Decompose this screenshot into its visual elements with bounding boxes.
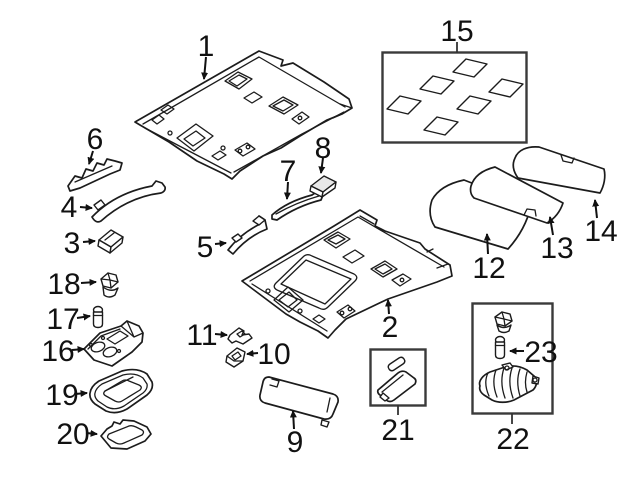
callout-12-arrow [483,233,491,255]
callout-16-arrow [71,346,85,354]
callout-7-label[interactable]: 7 [280,155,297,188]
callout-19-label[interactable]: 19 [45,379,78,412]
kit-box-15 [381,51,528,144]
callout-18-arrow [80,278,97,286]
dome-lamp-icon [478,362,540,404]
part-9-sun-visor-drawing [259,376,339,428]
part-11-clip-drawing [227,327,253,345]
part-10-visor-clip-drawing [225,347,246,368]
callout-5-label[interactable]: 5 [197,231,214,264]
callout-19-arrow [74,390,88,398]
part-13-insulator-drawing [469,166,564,224]
callout-14-label[interactable]: 14 [584,215,617,248]
part-5-rail-drawing [227,215,268,255]
callout-21-label[interactable]: 21 [381,414,414,447]
callout-18-label[interactable]: 18 [47,268,80,301]
callout-6-arrow [87,150,95,165]
callout-17-label[interactable]: 17 [46,303,79,336]
callout-9-label[interactable]: 9 [287,426,304,459]
callout-22-label[interactable]: 22 [496,423,529,456]
insulator-pads-icon [386,58,524,136]
part-6-bracket-drawing [67,158,123,192]
callout-2-label[interactable]: 2 [382,311,399,344]
callout-10-arrow [246,349,259,357]
part-18-nut-drawing [100,272,119,298]
callout-23-label[interactable]: 23 [524,336,557,369]
callout-11-arrow [214,330,228,338]
part-2-headliner-sunroof-drawing [241,209,453,339]
callout-10-label[interactable]: 10 [257,338,290,371]
callout-11-label[interactable]: 11 [186,319,217,352]
callout-3-arrow [82,238,96,246]
callout-4-label[interactable]: 4 [61,191,78,224]
part-14-insulator-drawing [512,146,606,194]
callout-3-label[interactable]: 3 [64,227,81,260]
part-1-headliner-drawing [134,50,353,180]
part-20-trim-bezel-drawing [100,419,152,450]
callout-14-arrow [592,199,600,219]
callout-6-label[interactable]: 6 [87,123,104,156]
part-23-bulb-drawing [494,335,506,360]
part-17-bulb-drawing [92,305,104,329]
callout-5-arrow [214,240,227,248]
part-8-pad-drawing [309,175,337,198]
callout-8-label[interactable]: 8 [315,132,332,165]
callout-20-arrow [85,429,98,437]
lamp-nut-icon [494,311,513,334]
callout-12-label[interactable]: 12 [472,252,505,285]
part-16-overhead-console-drawing [83,320,144,367]
callout-8-arrow [318,157,326,174]
callout-17-arrow [76,313,91,321]
kit-box-21 [369,348,427,407]
part-3-clip-drawing [97,229,124,254]
callout-2-arrow [384,299,392,315]
part-19-console-bezel-drawing [89,368,154,414]
visor-pin-icon [387,356,406,372]
callout-9-arrow [289,410,297,430]
callout-20-label[interactable]: 20 [56,418,89,451]
callout-13-arrow [547,216,555,236]
callout-13-label[interactable]: 13 [540,232,573,265]
visor-bracket-icon [376,370,417,403]
callout-15-label[interactable]: 15 [440,15,473,48]
callout-4-arrow [79,203,93,211]
kit-box-22 [471,302,554,415]
callout-1-label[interactable]: 1 [198,30,215,63]
part-4-rail-drawing [91,180,167,223]
callout-7-arrow [283,181,291,200]
callout-1-arrow [201,56,209,80]
callout-16-label[interactable]: 16 [41,335,74,368]
